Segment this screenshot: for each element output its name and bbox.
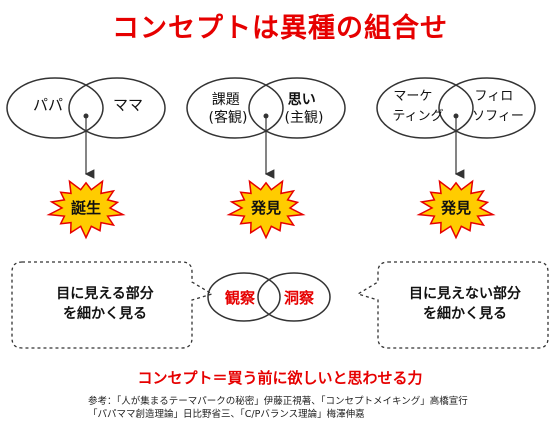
- page-title: コンセプトは異種の組合せ: [112, 13, 448, 44]
- group-2-result: 発見: [250, 199, 281, 217]
- reference-line-1: 参考：「人が集まるテーマパークの秘密」伊藤正視著、「コンセプトメイキング」高橋宣…: [88, 396, 468, 407]
- left-speech-bubble: [11, 261, 214, 349]
- center-right-ellipse: [257, 272, 331, 322]
- group-3-right-ellipse: [438, 77, 536, 139]
- group-1-right-ellipse: [68, 77, 166, 139]
- group-1: パパ ママ 誕生: [6, 77, 166, 240]
- reference-line-2: 「パパママ創造理論」日比野省三、「C/Pバランス理論」梅澤伸嘉: [88, 409, 365, 420]
- references: 参考：「人が集まるテーマパークの秘密」伊藤正視著、「コンセプトメイキング」高橋宣…: [88, 395, 548, 421]
- group-2-right-ellipse: [248, 77, 346, 139]
- center-left-ellipse: [207, 272, 281, 322]
- center-right-label: 洞察: [284, 289, 315, 307]
- group-1-right-label: ママ: [113, 96, 143, 114]
- group-1-left-label: パパ: [33, 96, 63, 114]
- group-2-left-label: 課題 (客観): [209, 92, 248, 126]
- center-left-label: 観察: [225, 289, 256, 307]
- right-bubble-line-1: 目に見えない部分: [409, 286, 521, 302]
- group-2-right-label: 思い (主観): [285, 92, 324, 126]
- group-1-result: 誕生: [71, 199, 101, 217]
- group-3-result: 発見: [440, 199, 471, 217]
- group-3-right-label: フィロ ソフィー: [472, 89, 524, 124]
- group-3-left-ellipse: [376, 77, 474, 139]
- right-bubble-text: 目に見えない部分 を細かく見る: [382, 284, 548, 324]
- group-1-burst-icon: [46, 179, 126, 240]
- group-3-burst-icon: [416, 179, 496, 240]
- group-1-left-ellipse: [6, 77, 104, 139]
- group-3: マーケ ティング フィロ ソフィー 発見: [376, 77, 536, 240]
- left-bubble-line-2: を細かく見る: [63, 306, 147, 322]
- group-2-burst-icon: [226, 179, 306, 240]
- left-bubble-line-1: 目に見える部分: [56, 286, 154, 302]
- concept-tagline: コンセプト＝買う前に欲しいと思わせる力: [137, 369, 423, 387]
- group-2: 課題 (客観) 思い (主観) 発見: [186, 77, 346, 240]
- left-bubble-text: 目に見える部分 を細かく見る: [20, 284, 190, 324]
- group-2-left-ellipse: [186, 77, 284, 139]
- group-3-left-label: マーケ ティング: [392, 89, 443, 124]
- right-bubble-line-2: を細かく見る: [423, 306, 507, 322]
- right-speech-bubble: [356, 261, 549, 349]
